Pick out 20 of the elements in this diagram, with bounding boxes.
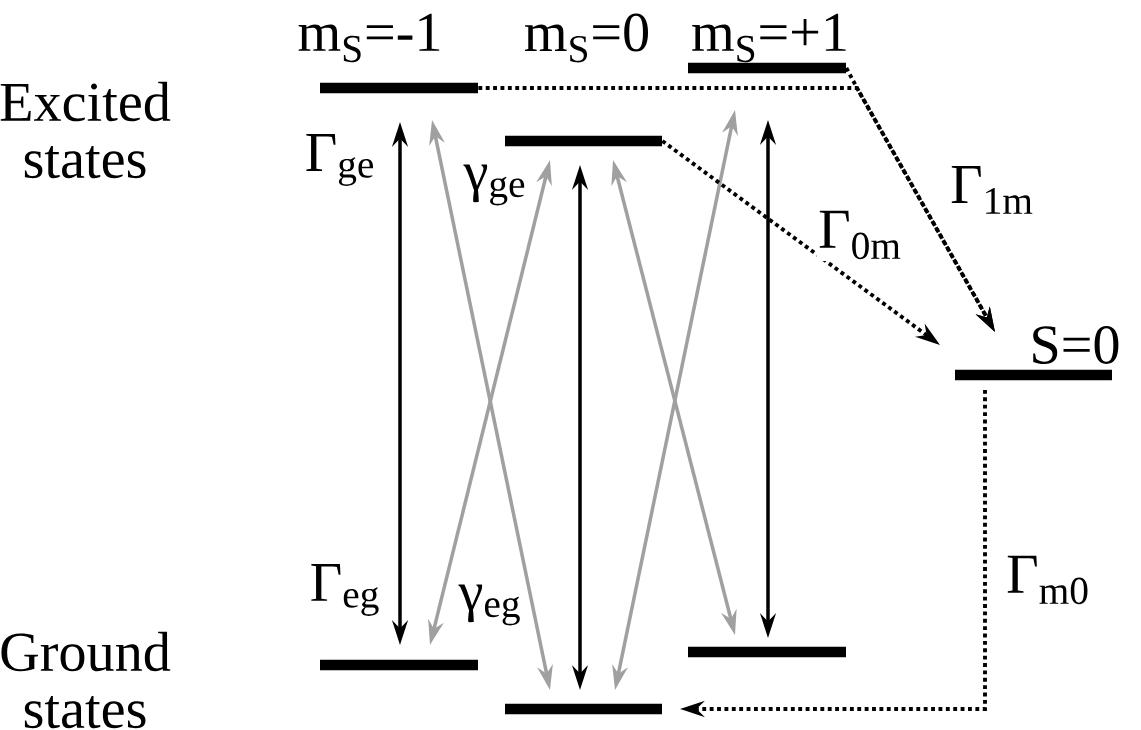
text-label: Ground states	[1, 631, 171, 729]
text-label: m$_{S}$=0	[525, 13, 648, 63]
energy-level	[505, 703, 662, 715]
energy-level	[320, 82, 478, 94]
text-label: γ$_{eg}$	[458, 584, 520, 626]
energy-level	[320, 659, 478, 671]
text-label: Γ$_{ge}$	[306, 134, 373, 186]
energy-level	[955, 369, 1112, 381]
text-label: Γ$_{eg}$	[311, 564, 379, 616]
energy-level	[505, 135, 662, 147]
edge-label: Γ$_{0m}$	[816, 209, 904, 261]
text-label: m$_{S}$=-1	[298, 13, 440, 63]
energy-level	[688, 646, 846, 658]
edge-label: Γ$_{m0}$	[1004, 554, 1092, 606]
text-label: m$_{S}$=+1	[692, 13, 846, 63]
edge-label: Γ$_{1m}$	[948, 164, 1036, 216]
level-label: S=0	[1033, 326, 1119, 364]
text-label: γ$_{ge}$	[463, 164, 525, 206]
energy-level	[688, 62, 846, 74]
text-label: Excited states	[0, 81, 171, 179]
